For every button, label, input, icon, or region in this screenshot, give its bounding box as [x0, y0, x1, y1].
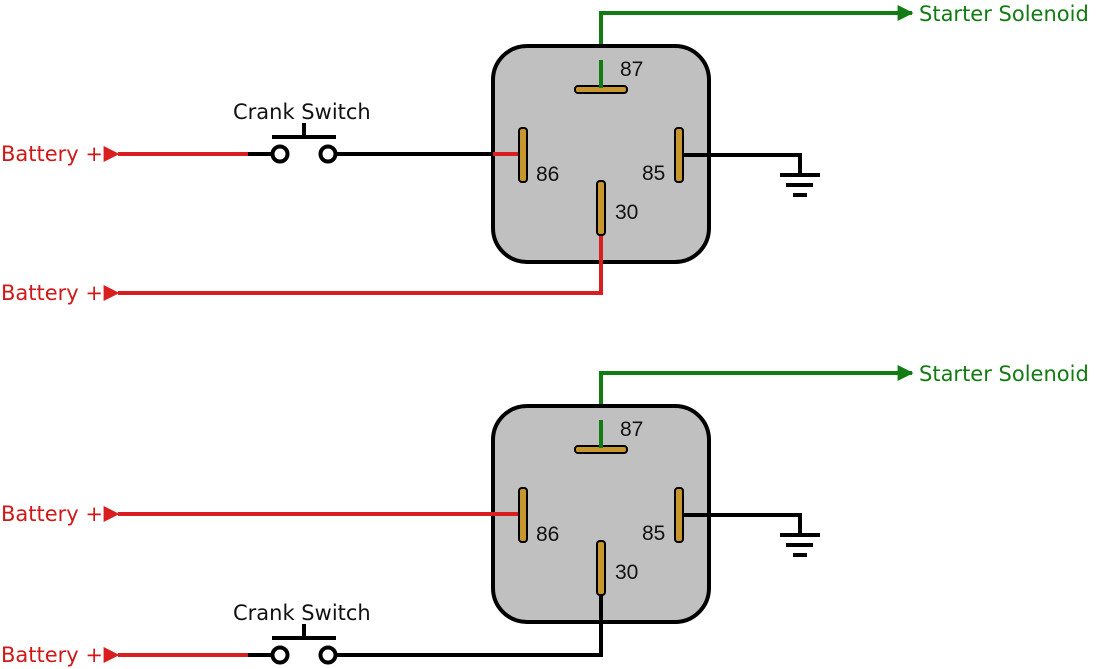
switch-terminal-right [318, 144, 338, 164]
pin-86 [518, 487, 528, 543]
pin-85 [674, 487, 684, 543]
pin-85-label: 85 [642, 162, 665, 185]
crank-switch[interactable] [248, 123, 338, 164]
starter-solenoid-label: Starter Solenoid [919, 362, 1089, 386]
crank-switch-label: Crank Switch [233, 100, 371, 124]
battery-label-top: Battery + [1, 502, 103, 526]
pin-85 [674, 127, 684, 183]
pin-30 [596, 540, 606, 596]
battery-label-bottom: Battery + [1, 281, 103, 305]
switch-terminal-left [270, 144, 290, 164]
pin-87-label: 87 [620, 58, 643, 81]
crank-switch[interactable] [248, 624, 338, 665]
pin-30-label: 30 [615, 201, 638, 224]
pin-85-label: 85 [642, 522, 665, 545]
ground-wire [680, 513, 802, 535]
diagram-2: Starter Solenoid Battery + Crank Switch … [1, 362, 1089, 667]
ground-icon [780, 173, 820, 197]
diagram-1: Starter Solenoid Battery + Crank Switch … [1, 2, 1089, 305]
pin-30-to-switch-wire [336, 594, 603, 657]
battery-label-bottom: Battery + [1, 643, 103, 667]
ground-wire [680, 153, 802, 175]
crank-switch-label: Crank Switch [233, 601, 371, 625]
pin-30-label: 30 [615, 561, 638, 584]
pin-86-label: 86 [536, 163, 559, 186]
pin-86-label: 86 [536, 523, 559, 546]
pin-87-label: 87 [620, 418, 643, 441]
starter-solenoid-label: Starter Solenoid [919, 2, 1089, 26]
switch-terminal-left [270, 645, 290, 665]
battery-wire-bottom [103, 234, 603, 301]
ground-icon [780, 533, 820, 557]
pin-86 [518, 127, 528, 183]
pin-30 [596, 180, 606, 236]
switch-terminal-right [318, 645, 338, 665]
battery-label-top: Battery + [1, 142, 103, 166]
